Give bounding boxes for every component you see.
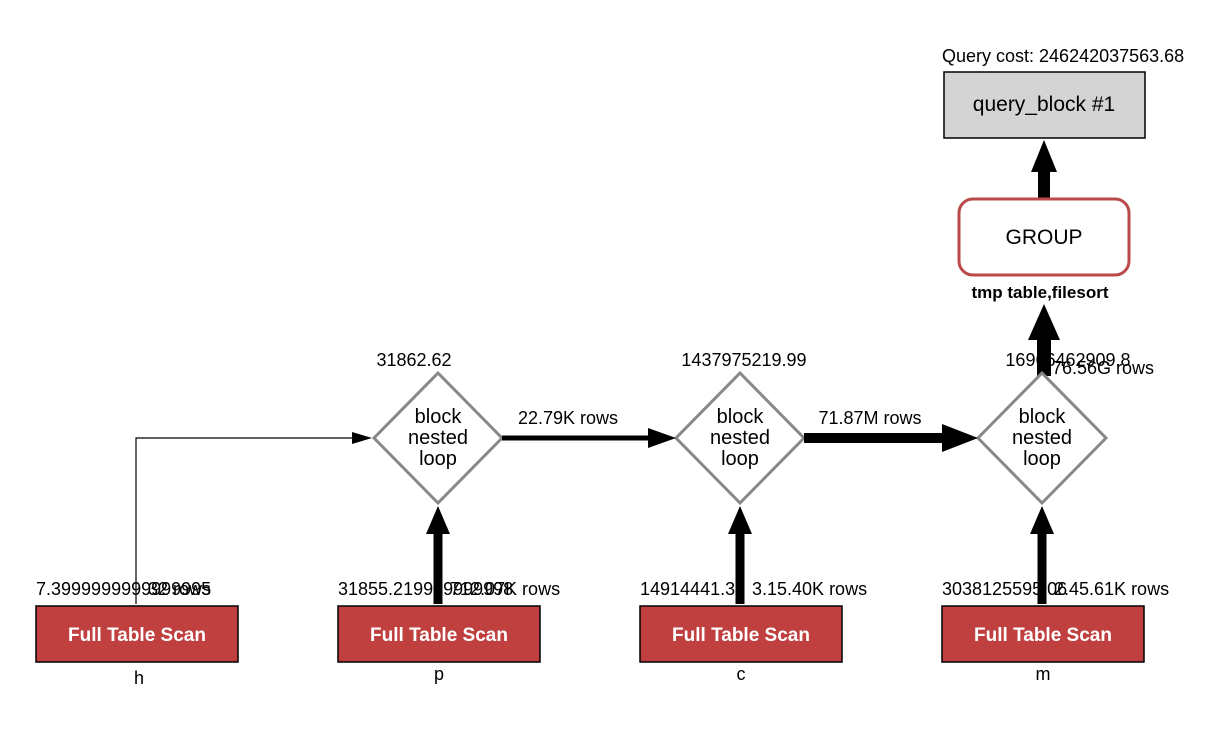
scan-cost-m: 3038125595.06 — [942, 579, 1067, 599]
join-label-3-line-2: nested — [1012, 427, 1072, 449]
join-label-1-line-2: nested — [408, 427, 468, 449]
query-block-label: query_block #1 — [973, 93, 1115, 116]
join-label-2-line-1: block — [717, 406, 765, 428]
scan-node-h[interactable] — [35, 605, 239, 663]
join-cost-3: 16966462909.8 — [1005, 350, 1130, 370]
arrowhead-icon — [426, 506, 450, 534]
scan-label-m: Full Table Scan — [974, 625, 1112, 646]
scan-cost-h: 7.3999999999999995 — [36, 579, 211, 599]
table-name-h: h — [134, 668, 144, 688]
scan-cost-c: 14914441.33 — [640, 579, 745, 599]
group-note: tmp table,filesort — [972, 283, 1109, 302]
join-label-3-line-1: block — [1019, 406, 1067, 428]
edge-rows-join-3: 176.56G rows — [1042, 358, 1154, 378]
scan-node-p[interactable] — [337, 605, 541, 663]
scan-label-h: Full Table Scan — [68, 625, 206, 646]
group-label: GROUP — [1005, 226, 1082, 249]
scan-cost-p: 31855.219999999998 — [338, 579, 513, 599]
arrowhead-icon — [1030, 506, 1054, 534]
join-label-2-line-2: nested — [710, 427, 770, 449]
scan-rows-h: 32 rows — [148, 579, 211, 599]
join-diamond-1[interactable] — [371, 370, 505, 506]
table-name-c: c — [737, 664, 746, 684]
arrowhead-icon — [942, 424, 978, 452]
query-block-node[interactable] — [943, 71, 1146, 139]
scan-rows-m: 2.45.61K rows — [1054, 579, 1169, 599]
join-label-2-line-3: loop — [721, 448, 759, 470]
table-name-m: m — [1036, 664, 1051, 684]
query-cost-label: Query cost: 246242037563.68 — [942, 46, 1184, 66]
arrowhead-icon — [728, 506, 752, 534]
join-diamond-2[interactable] — [673, 370, 807, 506]
scan-rows-p: 712.07K rows — [450, 579, 560, 599]
join-label-1-line-3: loop — [419, 448, 457, 470]
scan-label-c: Full Table Scan — [672, 625, 810, 646]
arrowhead-icon — [352, 432, 372, 444]
group-node[interactable] — [957, 197, 1131, 277]
join-cost-2: 1437975219.99 — [681, 350, 806, 370]
scan-rows-c: 3.15.40K rows — [752, 579, 867, 599]
scan-node-m[interactable] — [941, 605, 1145, 663]
edge-scan-h-to-join-1 — [135, 437, 356, 604]
join-label-1-line-1: block — [415, 406, 463, 428]
arrowhead-icon — [648, 428, 676, 448]
arrowhead-icon — [1031, 140, 1057, 172]
scan-label-p: Full Table Scan — [370, 625, 508, 646]
join-cost-1: 31862.62 — [376, 350, 451, 370]
join-label-3-line-3: loop — [1023, 448, 1061, 470]
arrowhead-icon — [1028, 304, 1060, 340]
edge-rows-join-2: 71.87M rows — [818, 408, 921, 428]
scan-node-c[interactable] — [639, 605, 843, 663]
edge-rows-join-1: 22.79K rows — [518, 408, 618, 428]
table-name-p: p — [434, 664, 444, 684]
join-diamond-3[interactable] — [975, 370, 1109, 506]
